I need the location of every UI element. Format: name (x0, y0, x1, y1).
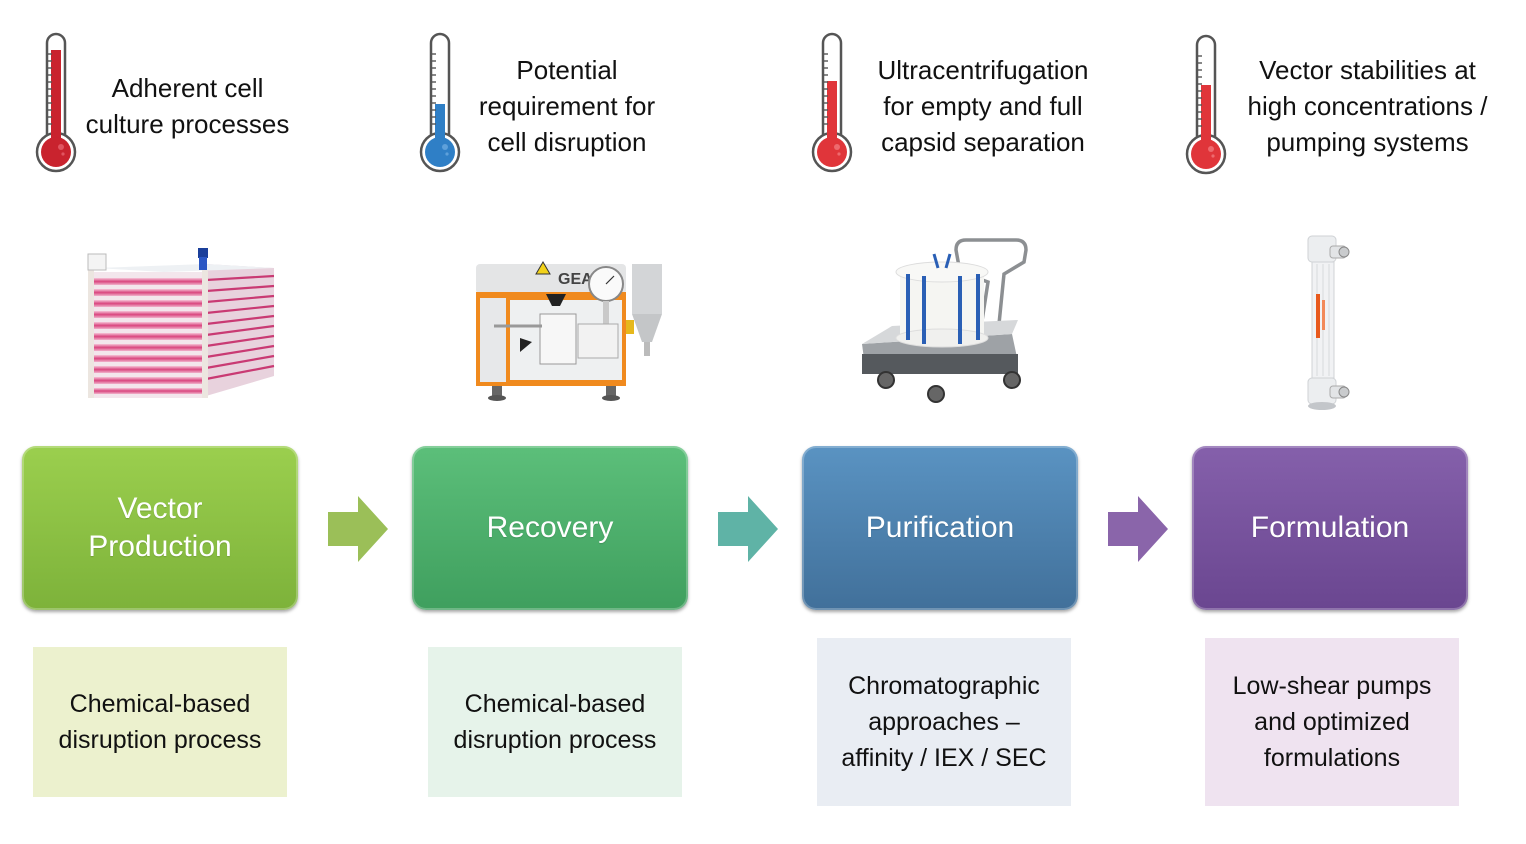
challenge-line: pumping systems (1266, 127, 1469, 157)
step-purification[interactable]: Purification (802, 446, 1078, 610)
step-label: Purification (865, 511, 1015, 544)
thermometer-high-icon (811, 32, 853, 173)
challenge-text: Ultracentrifugation for empty and full c… (858, 52, 1108, 160)
note-line: Chemical-based (464, 690, 646, 718)
note-recovery: Chemical-based disruption process (428, 647, 682, 797)
arrow-right-icon (328, 496, 388, 562)
step-vector-production[interactable]: Vector Production (22, 446, 298, 610)
challenge-line: cell disruption (487, 127, 647, 157)
note-line: affinity / IEX / SEC (841, 744, 1047, 772)
challenge-line: Ultracentrifugation (877, 55, 1089, 85)
arrow-right-icon (1108, 496, 1168, 562)
thermometer-high-icon (1185, 34, 1227, 175)
thermometer-low-icon (419, 32, 461, 173)
challenge-vector-stability: Vector stabilities at high concentration… (1180, 28, 1520, 188)
challenge-line: Potential (516, 55, 618, 85)
challenge-line: Adherent cell (111, 73, 264, 103)
challenge-text: Potential requirement for cell disruptio… (462, 52, 672, 160)
step-recovery[interactable]: Recovery (412, 446, 688, 610)
step-formulation[interactable]: Formulation (1192, 446, 1468, 610)
challenge-line: Vector stabilities at (1259, 55, 1476, 85)
note-line: disruption process (453, 726, 657, 754)
note-line: approaches – (868, 708, 1020, 736)
gea-logo-text: GEA (558, 271, 593, 288)
chromatography-cart-image (862, 238, 1028, 403)
challenge-line: high concentrations / (1247, 91, 1488, 121)
note-vector-production: Chemical-based disruption process (33, 647, 287, 797)
step-label: Formulation (1250, 511, 1410, 544)
challenge-ultracentrifugation: Ultracentrifugation for empty and full c… (806, 28, 1116, 188)
note-line: formulations (1263, 744, 1401, 772)
note-line: Chemical-based (69, 690, 251, 718)
step-label: Vector (117, 492, 203, 525)
challenge-cell-disruption: Potential requirement for cell disruptio… (414, 28, 714, 188)
thermometer-high-icon (35, 32, 77, 173)
challenge-line: culture processes (85, 109, 290, 139)
challenge-adherent-culture: Adherent cell culture processes (30, 28, 330, 188)
challenge-text: Adherent cell culture processes (80, 70, 295, 142)
note-formulation: Low-shear pumps and optimized formulatio… (1205, 638, 1459, 806)
challenge-line: for empty and full (883, 91, 1083, 121)
note-line: disruption process (58, 726, 262, 754)
hollow-fiber-filter-image (1307, 235, 1350, 410)
homogenizer-image: GEA (476, 261, 662, 401)
challenge-line: capsid separation (881, 127, 1085, 157)
step-label: Production (88, 530, 232, 563)
challenge-text: Vector stabilities at high concentration… (1230, 52, 1505, 160)
note-line: and optimized (1254, 708, 1410, 736)
cell-factory-image (87, 248, 275, 398)
challenge-line: requirement for (478, 91, 656, 121)
note-line: Chromatographic (848, 672, 1040, 700)
step-label: Recovery (486, 511, 614, 544)
note-line: Low-shear pumps (1232, 672, 1432, 700)
note-purification: Chromatographic approaches – affinity / … (817, 638, 1071, 806)
arrow-right-icon (718, 496, 778, 562)
